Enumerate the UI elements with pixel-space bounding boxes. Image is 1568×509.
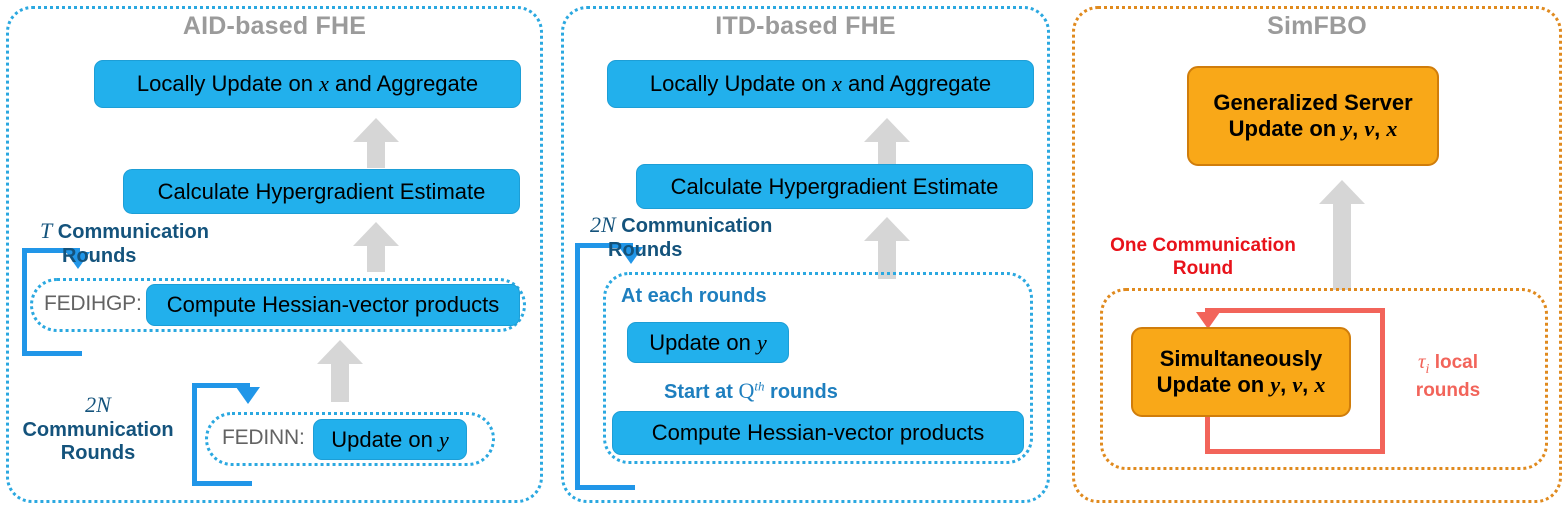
box-label-line1: Simultaneously	[1159, 346, 1323, 372]
box-label-line1: Generalized Server	[1213, 90, 1413, 116]
loop-bottom-segment	[192, 481, 252, 486]
box-locally-update-aggregate-itd: Locally Update on x and Aggregate	[607, 60, 1034, 108]
box-label: Update on y	[649, 329, 767, 355]
box-update-on-y-aid: Update on y	[313, 419, 467, 460]
subgroup-fedihgp	[30, 278, 526, 332]
box-label: Locally Update on x and Aggregate	[136, 71, 479, 97]
loop-top-segment	[575, 243, 633, 248]
box-label: Calculate Hypergradient Estimate	[670, 173, 999, 199]
loop-arrow-head	[619, 247, 643, 264]
box-calculate-hypergradient-itd: Calculate Hypergradient Estimate	[636, 164, 1033, 209]
panel-aid-based-fhe	[6, 6, 543, 503]
loop-right-segment	[1380, 308, 1385, 454]
loop-bottom-segment	[1205, 449, 1383, 454]
box-label: Calculate Hypergradient Estimate	[157, 178, 486, 204]
flow-arrow-up-simfbo	[1310, 180, 1374, 290]
panel-title-simfbo: SimFBO	[1267, 12, 1367, 40]
panel-simfbo	[1072, 6, 1562, 503]
arrow-shaft	[878, 140, 896, 168]
loop-bracket-2n-rounds-itd	[575, 243, 643, 490]
box-label: Locally Update on x and Aggregate	[649, 71, 992, 97]
fedinn-label: FEDINN:	[222, 426, 305, 449]
arrow-shaft	[367, 140, 385, 168]
box-locally-update-aggregate-aid: Locally Update on x and Aggregate	[94, 60, 521, 108]
loop-left-segment	[575, 243, 580, 488]
loop-bottom-segment	[575, 485, 635, 490]
loop-top-segment	[192, 383, 250, 388]
flow-arrow-up-aid-1	[344, 118, 408, 168]
arrow-head	[353, 222, 399, 246]
box-simultaneously-update: Simultaneously Update on y, v, x	[1131, 327, 1351, 417]
loop-left-stub-bottom	[1205, 412, 1210, 454]
loop-arrow-head	[1196, 312, 1220, 329]
panel-title-itd: ITD-based FHE	[715, 12, 896, 40]
box-label-line2: Update on y, v, x	[1228, 116, 1398, 141]
box-compute-hessian-vector-products-aid: Compute Hessian-vector products	[146, 284, 520, 326]
subgroup-at-each-rounds	[603, 272, 1033, 464]
loop-left-segment	[192, 383, 197, 484]
box-compute-hessian-vector-products-itd: Compute Hessian-vector products	[612, 411, 1024, 455]
loop-bracket-t-rounds	[22, 248, 90, 356]
arrow-shaft	[878, 239, 896, 279]
fedihgp-label: FEDIHGP:	[44, 292, 142, 315]
flow-arrow-up-itd-1	[855, 118, 919, 168]
box-label: Compute Hessian-vector products	[166, 292, 500, 318]
arrow-shaft	[367, 244, 385, 272]
flow-arrow-up-aid-2	[344, 222, 408, 272]
box-label-line2: Update on y, v, x	[1156, 372, 1326, 397]
loop-bottom-segment	[22, 351, 82, 356]
box-generalized-server-update: Generalized Server Update on y, v, x	[1187, 66, 1439, 166]
loop-top-segment	[1205, 308, 1383, 313]
arrow-head	[1319, 180, 1365, 204]
loop-top-segment	[22, 248, 80, 253]
flow-arrow-up-itd-2	[855, 217, 919, 279]
arrow-shaft	[1333, 204, 1351, 290]
box-label: Compute Hessian-vector products	[651, 420, 985, 446]
loop-arrow-head	[236, 387, 260, 404]
flow-arrow-up-aid-3	[308, 340, 372, 402]
loop-left-stub-top	[1205, 308, 1210, 314]
arrow-head	[317, 340, 363, 364]
arrow-head	[864, 217, 910, 241]
loop-bracket-2n-rounds-aid	[192, 383, 260, 486]
arrow-head	[353, 118, 399, 142]
arrow-shaft	[331, 362, 349, 402]
box-update-on-y-itd: Update on y	[627, 322, 789, 363]
loop-left-segment	[22, 248, 27, 354]
arrow-head	[864, 118, 910, 142]
loop-bracket-tau-local-rounds	[1196, 308, 1385, 454]
box-label: Update on y	[331, 426, 449, 452]
panel-title-aid: AID-based FHE	[182, 12, 367, 40]
subgroup-local-rounds	[1100, 288, 1548, 470]
at-each-rounds-label: At each rounds	[621, 285, 767, 307]
loop-arrow-head	[66, 252, 90, 269]
box-calculate-hypergradient-aid: Calculate Hypergradient Estimate	[123, 169, 520, 214]
start-at-q-th-rounds-label: Start at Qth rounds	[664, 378, 838, 403]
subgroup-fedinn	[205, 412, 495, 466]
panel-itd-based-fhe	[561, 6, 1050, 503]
